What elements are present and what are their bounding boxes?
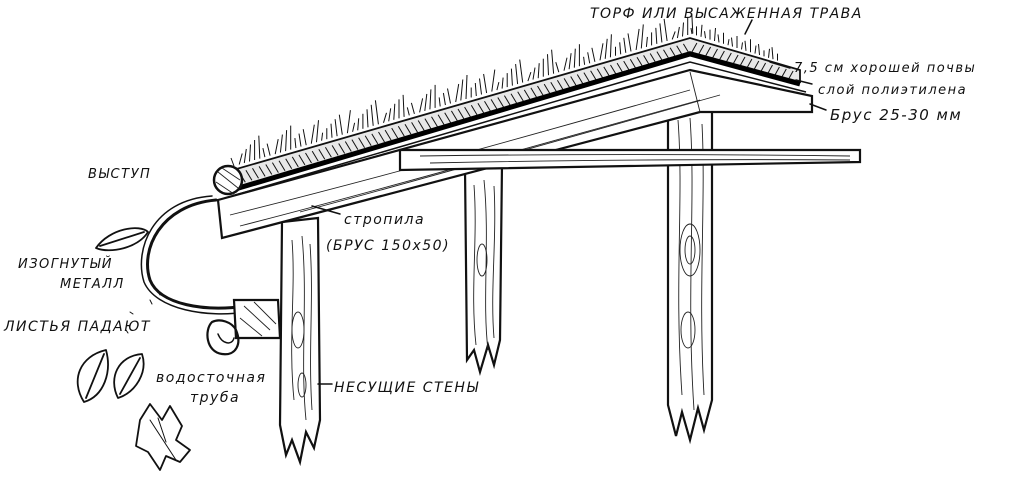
post-left: [278, 216, 322, 467]
leaf-icon: [76, 349, 109, 403]
bent-metal-gutter: [140, 195, 282, 356]
falling-leaves: [76, 227, 191, 471]
polyethylene-line: [231, 51, 801, 193]
leaf-icon: [95, 227, 149, 252]
labels: ТОРФ ИЛИ ВЫСАЖЕННАЯ ТРАВА 7,5 см хорошей…: [3, 6, 976, 406]
label-bent-metal-1: ИЗОГНУТЫЙ: [18, 256, 113, 272]
label-batten: Брус 25-30 мм: [830, 106, 962, 124]
post-middle: [463, 162, 504, 377]
bearing-posts: [278, 98, 714, 467]
leaf-icon: [113, 353, 145, 399]
label-bent-metal-2: МЕТАЛЛ: [60, 277, 125, 292]
label-soil: 7,5 см хорошей почвы: [794, 61, 976, 76]
label-downpipe-1: водосточная: [156, 370, 266, 386]
label-downpipe-2: труба: [190, 390, 240, 406]
leader-lines: [311, 19, 827, 385]
label-polyethylene: слой полиэтилена: [818, 83, 967, 98]
roof-layers: [212, 13, 807, 197]
post-right: [666, 98, 714, 445]
tie-beam: [398, 148, 862, 172]
label-turf: ТОРФ ИЛИ ВЫСАЖЕННАЯ ТРАВА: [590, 6, 863, 22]
label-leaves: ЛИСТЬЯ ПАДАЮТ: [3, 319, 151, 335]
label-rafters-size: (БРУС 150х50): [326, 238, 450, 254]
label-bearing-walls: НЕСУЩИЕ СТЕНЫ: [334, 380, 479, 396]
label-rafters: стропила: [344, 212, 425, 228]
label-overhang: ВЫСТУП: [88, 167, 151, 182]
leaf-icon: [135, 403, 191, 471]
